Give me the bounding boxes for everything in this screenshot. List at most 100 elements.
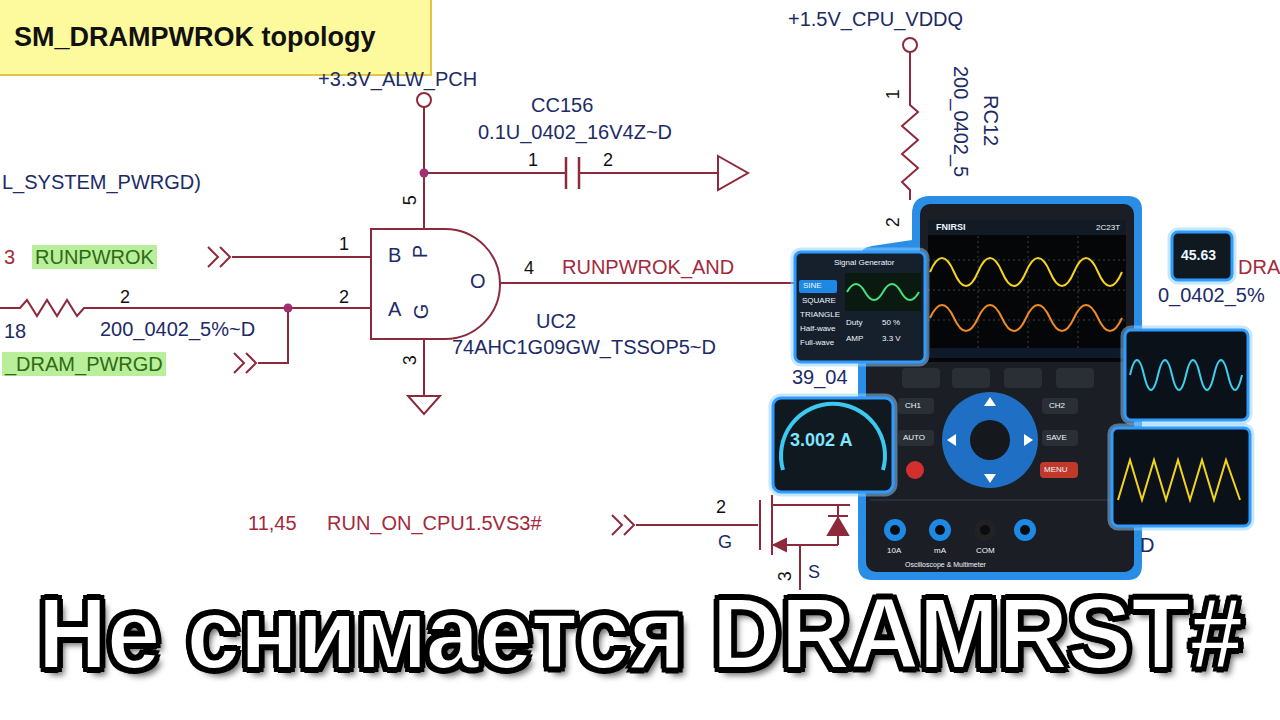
- model-name: 2C23T: [1096, 223, 1120, 232]
- mosfet-symbol: [759, 500, 761, 550]
- device-buttons: [1024, 434, 1033, 446]
- mosfet-symbol: [774, 539, 786, 551]
- pin-number: 2: [339, 287, 349, 308]
- mosfet-symbol: [828, 518, 848, 535]
- menu-item: TRIANGLE: [800, 310, 840, 319]
- wire: [423, 107, 425, 228]
- floating-panel: [795, 252, 925, 362]
- floating-panel: [773, 232, 1250, 526]
- probe-jack: [929, 519, 951, 541]
- setting-name: AMP: [846, 334, 863, 343]
- net-flag: RUNPWROK: [32, 245, 157, 269]
- device-screen: [930, 305, 1122, 331]
- part-value: 39_04: [792, 366, 848, 389]
- pin-function: B: [388, 244, 401, 267]
- wire: [612, 515, 634, 535]
- probe-jack: [884, 519, 906, 541]
- floating-panel: [847, 284, 919, 300]
- wire: [258, 308, 288, 363]
- net-name: DRA: [1238, 256, 1280, 279]
- power-port: [903, 38, 917, 52]
- pin-number: 1: [339, 234, 349, 255]
- device-buttons: [1004, 368, 1042, 388]
- wire: [232, 256, 370, 258]
- floating-panel: [1125, 330, 1248, 420]
- net-name: RUN_ON_CPU1.5VS3#: [327, 512, 542, 535]
- device-screen: [1028, 236, 1029, 355]
- wire: [500, 282, 796, 284]
- floating-panel: [1118, 460, 1240, 500]
- probe-jack: [974, 519, 996, 541]
- floating-panel: [1125, 330, 1248, 420]
- device-screen: [928, 220, 1126, 362]
- pin-number: 4: [524, 258, 534, 279]
- net-name: RUNPWROK_AND: [562, 256, 734, 279]
- button-label: CH1: [905, 401, 921, 410]
- device-buttons: [870, 368, 1130, 500]
- device-screen: [928, 220, 1126, 235]
- button-label: AUTO: [903, 433, 925, 442]
- menu-item: SQUARE: [802, 296, 836, 305]
- device-buttons: [947, 434, 956, 446]
- wire: [424, 172, 566, 174]
- device-buttons: [898, 398, 934, 414]
- jack-label: COM: [976, 546, 995, 555]
- device-buttons: [898, 430, 934, 446]
- floating-panel: [845, 273, 921, 311]
- pin-number: 2: [603, 150, 613, 171]
- device-buttons: [906, 461, 924, 479]
- device-screen: [928, 220, 1126, 362]
- menu-item: Full-wave: [800, 338, 834, 347]
- setting-value: 3.3 V: [882, 334, 901, 343]
- pin-function: A: [388, 298, 401, 321]
- mosfet-symbol: [828, 515, 848, 517]
- device-screen: [978, 236, 979, 355]
- device-buttons: [942, 392, 1038, 488]
- ground-symbol: [408, 396, 440, 414]
- wire: [902, 52, 918, 200]
- part-ref: RC12: [979, 95, 1002, 146]
- capacitor-symbol: [578, 157, 581, 189]
- gate-outline: [371, 229, 500, 339]
- floating-panel: [1130, 360, 1242, 390]
- junction-dot: [284, 304, 293, 313]
- net-flag: _DRAM_PWRGD: [2, 352, 166, 376]
- pin-function: D: [1140, 534, 1154, 557]
- device-buttons: [870, 500, 1130, 501]
- wire: [0, 300, 370, 316]
- part-value: 200_0402_5: [949, 66, 972, 177]
- wire: [423, 340, 425, 396]
- net-name: L_SYSTEM_PWRGD): [2, 171, 201, 194]
- button-label: CH2: [1049, 401, 1065, 410]
- probe-jack: [935, 525, 945, 535]
- part-value: 0.1U_0402_16V4Z~D: [478, 121, 672, 144]
- device-buttons: [952, 368, 990, 388]
- wire: [579, 172, 718, 174]
- button-label: SAVE: [1046, 433, 1067, 442]
- floating-panel: [773, 398, 893, 492]
- device-buttons: [970, 420, 1010, 460]
- page-ref: 11,45: [248, 512, 297, 535]
- device-buttons: [902, 368, 940, 388]
- setting-name: Duty: [846, 318, 862, 327]
- device-screen: [930, 258, 1122, 286]
- net-name: +1.5V_CPU_VDDQ: [788, 8, 963, 31]
- capacitor-symbol: [566, 157, 579, 189]
- wire: [234, 353, 256, 373]
- net-name: +3.3V_ALW_PCH: [318, 68, 477, 91]
- probe-jack: [884, 519, 1036, 541]
- probe-jack: [980, 525, 990, 535]
- jack-label: 10A: [887, 546, 901, 555]
- device-buttons: [984, 397, 996, 406]
- device-buttons: [1042, 398, 1078, 414]
- and-gate: BPAGO: [370, 228, 506, 340]
- power-port: [417, 38, 917, 107]
- pin-number: 3: [400, 355, 421, 365]
- menu-item: SINE: [803, 281, 822, 290]
- mosfet-symbol: [837, 535, 839, 545]
- device-screen: [928, 320, 1126, 321]
- junction-dot: [420, 169, 429, 178]
- pin-function: P: [409, 245, 432, 258]
- current-reading: 3.002 A: [790, 430, 852, 451]
- part-ref: CC156: [531, 94, 593, 117]
